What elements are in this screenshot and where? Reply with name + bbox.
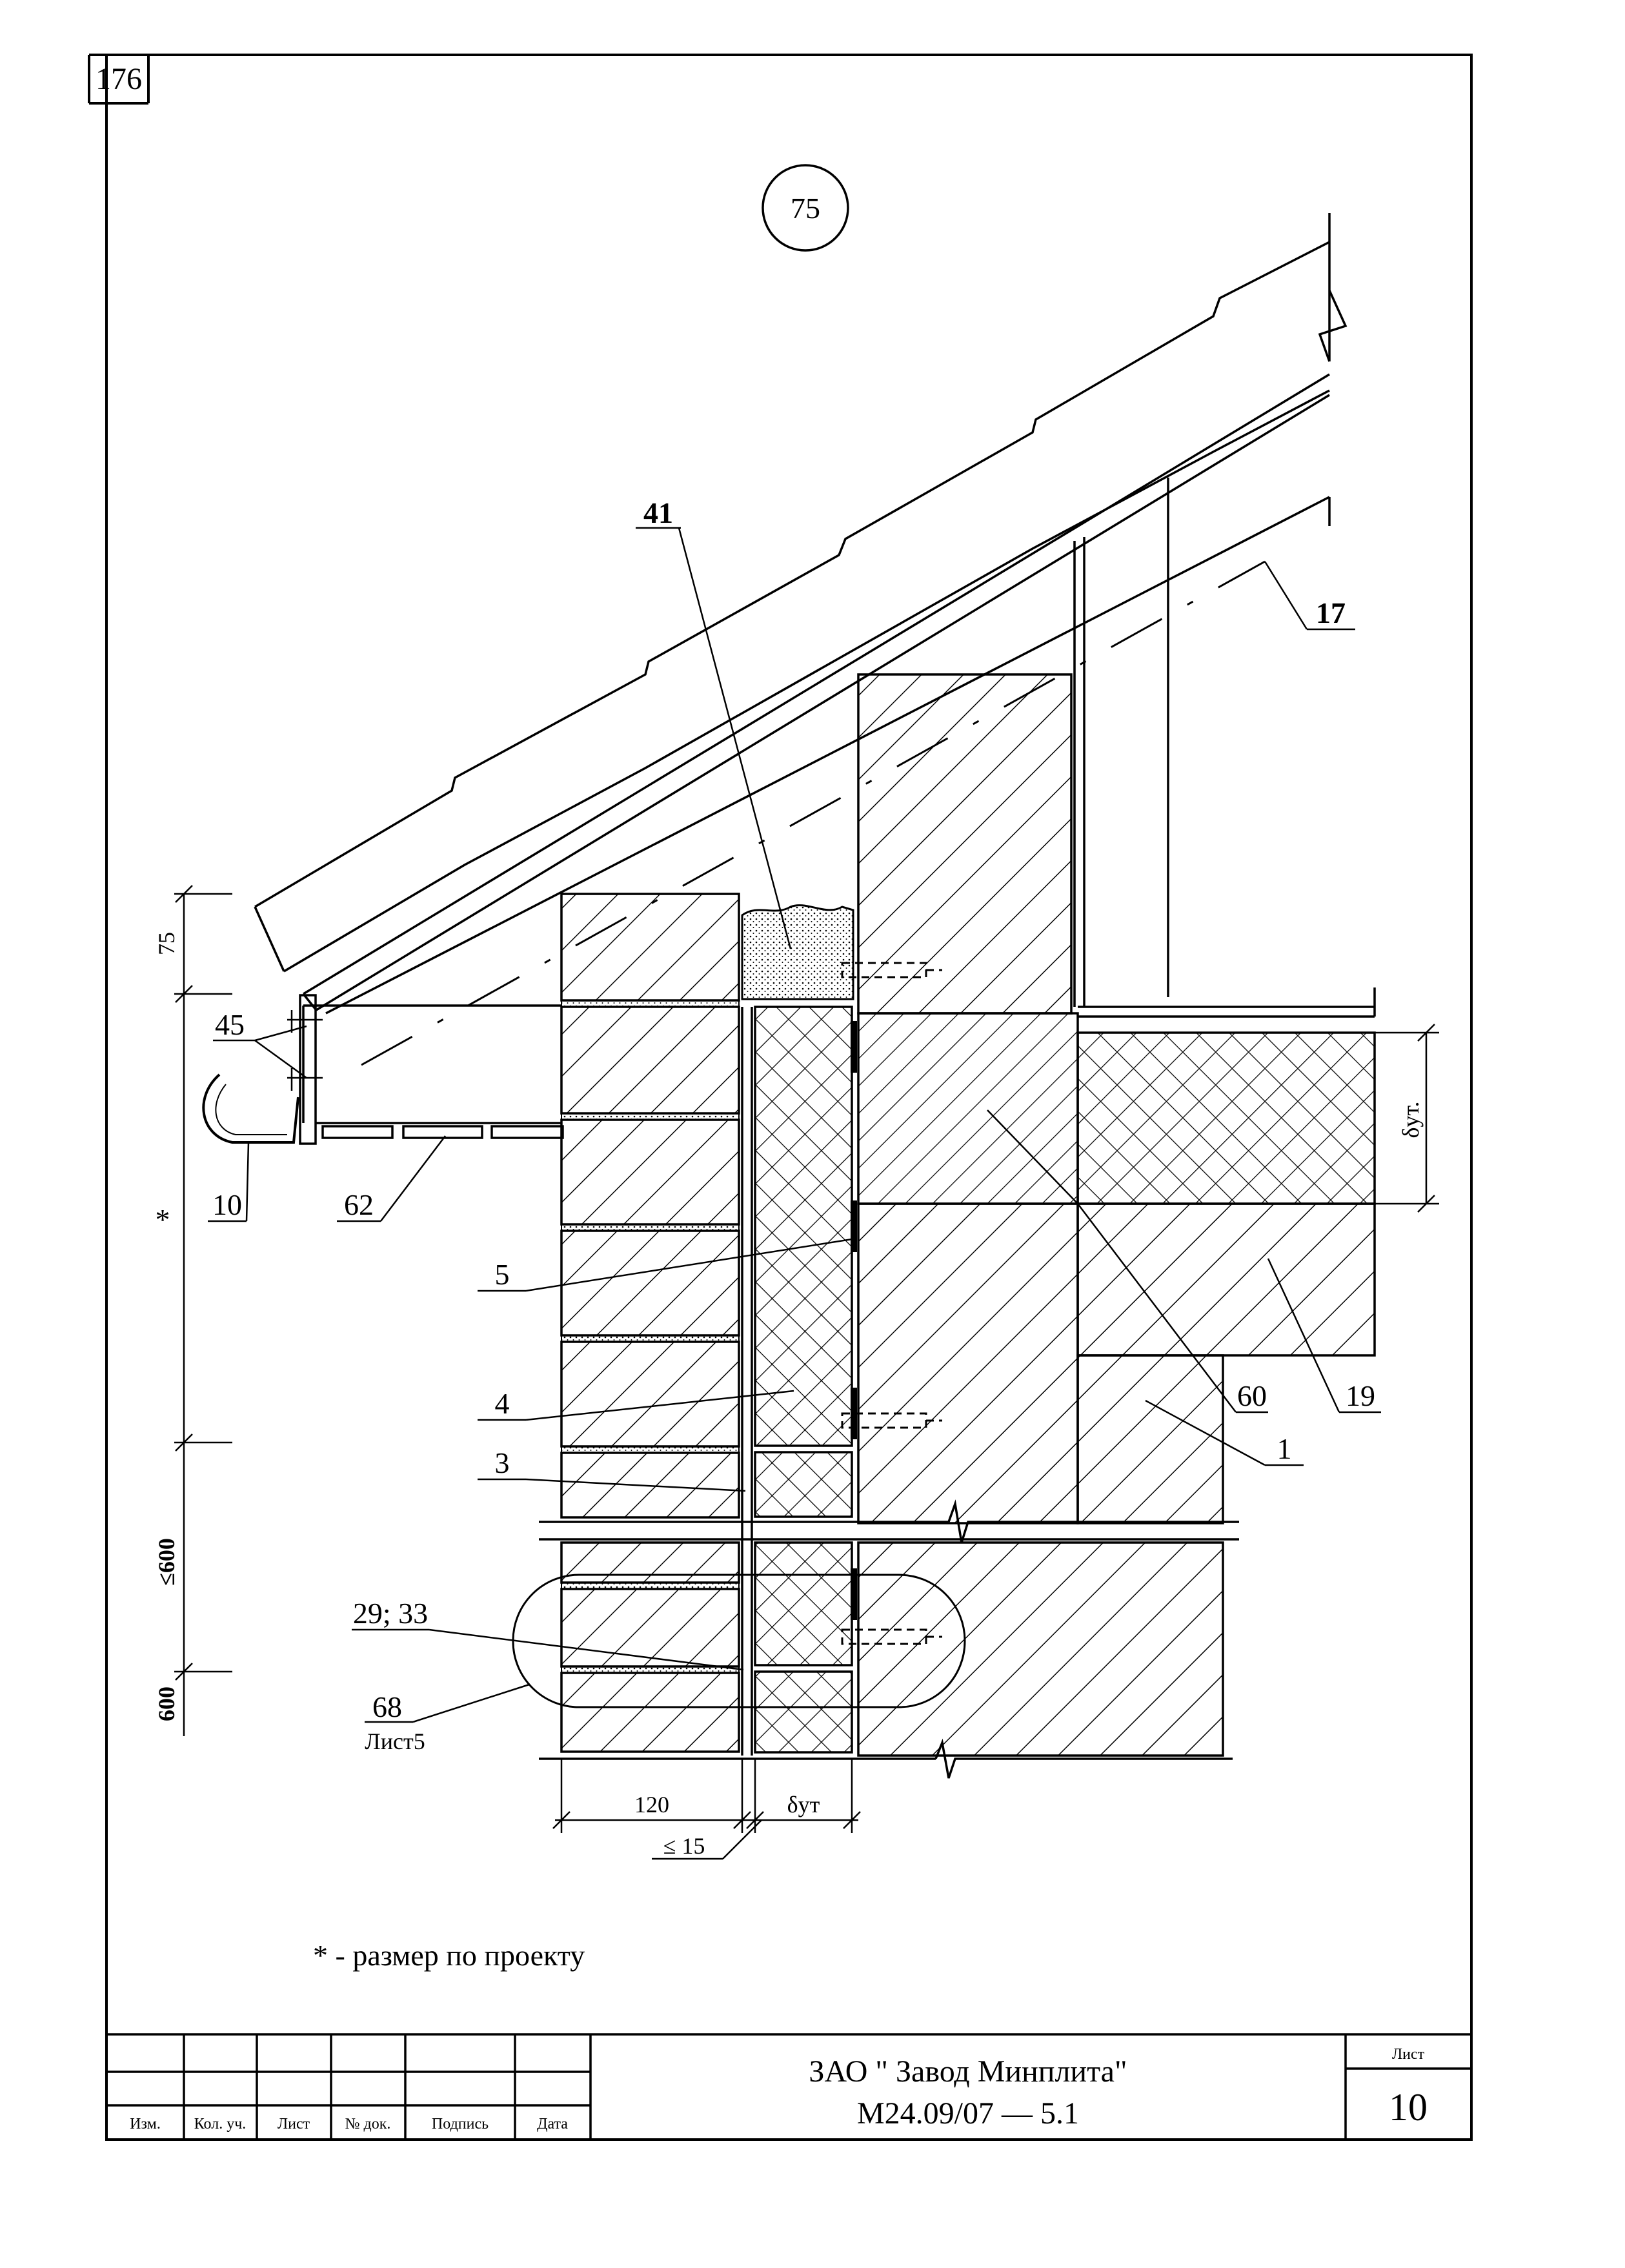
- air-gap: [741, 1007, 753, 1756]
- gutter: [202, 1073, 299, 1144]
- callout-62: 62: [344, 1188, 374, 1221]
- tb-sheet-number: 10: [1389, 2086, 1428, 2129]
- callout-3: 3: [495, 1446, 510, 1479]
- dim-15: ≤ 15: [663, 1833, 705, 1859]
- page-number: 176: [96, 62, 142, 96]
- gutter-inner: [215, 1084, 287, 1135]
- dim-600: 600: [154, 1686, 179, 1721]
- tb-sheet-label: Лист: [1392, 2046, 1425, 2063]
- callout-19: 19: [1346, 1379, 1375, 1412]
- ceiling-slab: [1076, 1202, 1376, 1357]
- rafter: [302, 373, 1331, 1015]
- tb-col-kol: Кол. уч.: [194, 2116, 247, 2132]
- detail-number: 75: [791, 192, 820, 225]
- callout-68: 68: [372, 1690, 402, 1723]
- vertical-dimension-chain: [174, 885, 232, 1736]
- dim-120: 120: [634, 1792, 669, 1817]
- dim-delta-ut: δут: [787, 1792, 820, 1817]
- mineral-wool-seal: [741, 904, 854, 1000]
- footnote: * - размер по проекту: [313, 1939, 585, 1972]
- callout-29-33: 29; 33: [353, 1597, 428, 1630]
- detail-marker: [762, 164, 849, 252]
- timber-block-hatch: [857, 673, 1073, 1015]
- tb-organization: ЗАО " Завод Минплита": [809, 2054, 1127, 2089]
- right-dimension: [1375, 1024, 1439, 1213]
- tb-col-izm: Изм.: [130, 2116, 161, 2132]
- rafter-axis: [361, 560, 1266, 1066]
- ceiling-lines: [1078, 987, 1376, 1018]
- tb-col-list: Лист: [278, 2116, 310, 2132]
- callout-10: 10: [212, 1188, 242, 1221]
- dim-75: 75: [154, 932, 179, 955]
- callout-68-sheet-ref: Лист5: [365, 1728, 425, 1754]
- ceiling-insulation: [1076, 1031, 1376, 1205]
- fascia-board: [299, 994, 317, 1145]
- brick-cladding: [560, 893, 740, 1753]
- dim-600-max: ≤600: [154, 1538, 179, 1586]
- bottom-dimensions: [552, 1759, 861, 1860]
- callout-4: 4: [495, 1387, 510, 1420]
- dim-delta-ut-right: δут.: [1398, 1102, 1424, 1139]
- tb-col-doc: № док.: [345, 2116, 391, 2132]
- title-block: [105, 2033, 1473, 2141]
- leader-lines: [208, 527, 1381, 1723]
- break-lines: [539, 1499, 1239, 1779]
- tb-col-date: Дата: [537, 2116, 568, 2132]
- ceiling-board: [302, 1004, 564, 1139]
- callout-41: 41: [643, 496, 673, 529]
- callout-60: 60: [1237, 1379, 1267, 1412]
- callout-5: 5: [495, 1258, 510, 1291]
- callout-45: 45: [215, 1008, 245, 1041]
- fastener-strips: [851, 1021, 857, 1620]
- callout-1: 1: [1277, 1432, 1292, 1465]
- tb-col-signature: Подпись: [432, 2116, 489, 2132]
- roof-covering: [254, 213, 1347, 973]
- insulation-layer: [754, 1006, 853, 1754]
- dim-star: *: [156, 1203, 170, 1236]
- tb-doc-code: М24.09/07 — 5.1: [857, 2096, 1079, 2131]
- callout-17: 17: [1316, 596, 1346, 629]
